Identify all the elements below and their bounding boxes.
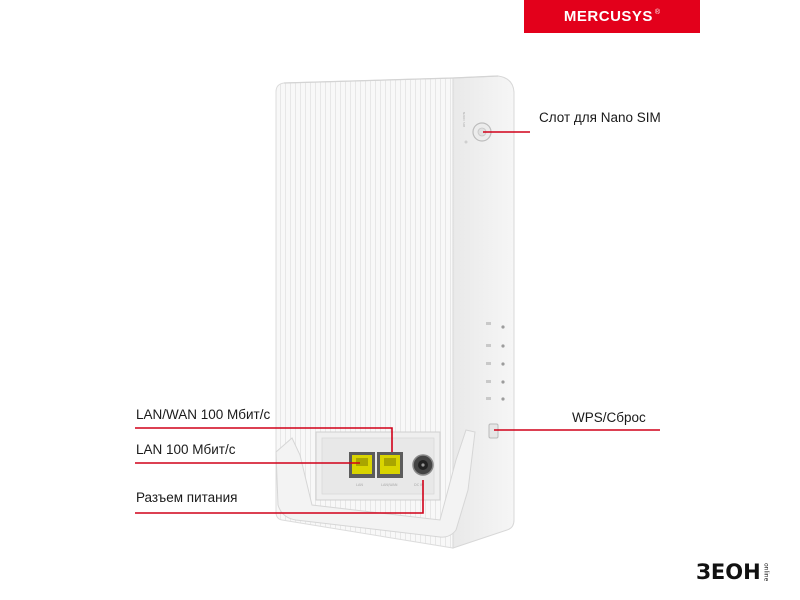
callout-label-power: Разъем питания [136,490,238,505]
mercusys-logo: MERCUSYS ® [524,0,700,33]
callout-label-lan-wan: LAN/WAN 100 Мбит/с [136,407,271,422]
brand-reg-mark: ® [654,9,661,16]
zeon-watermark: ЗЕОН online [696,560,770,584]
wps-reset-button-icon [488,423,499,439]
brand-logo-text: MERCUSYS [563,8,653,25]
lan-wan-port-icon [377,452,403,478]
callout-lines [135,131,660,514]
callout-label-lan: LAN 100 Мбит/с [136,442,236,457]
svg-text:DC IN: DC IN [414,483,424,487]
svg-text:LAN: LAN [356,483,363,487]
lan-wan-callout-line [135,427,393,452]
zeon-logo-small-text: online [762,562,770,582]
power-jack-icon [412,454,434,476]
svg-text:NANO SIM: NANO SIM [462,112,466,128]
status-leds [486,322,491,400]
svg-text:LAN/WAN: LAN/WAN [381,483,398,487]
lan-port-icon [349,452,375,478]
callout-label-wps-reset: WPS/Сброс [572,410,646,425]
power-callout-line [135,480,424,514]
callout-label-sim-slot: Слот для Nano SIM [539,110,661,125]
zeon-logo-text: ЗЕОН [696,560,761,584]
